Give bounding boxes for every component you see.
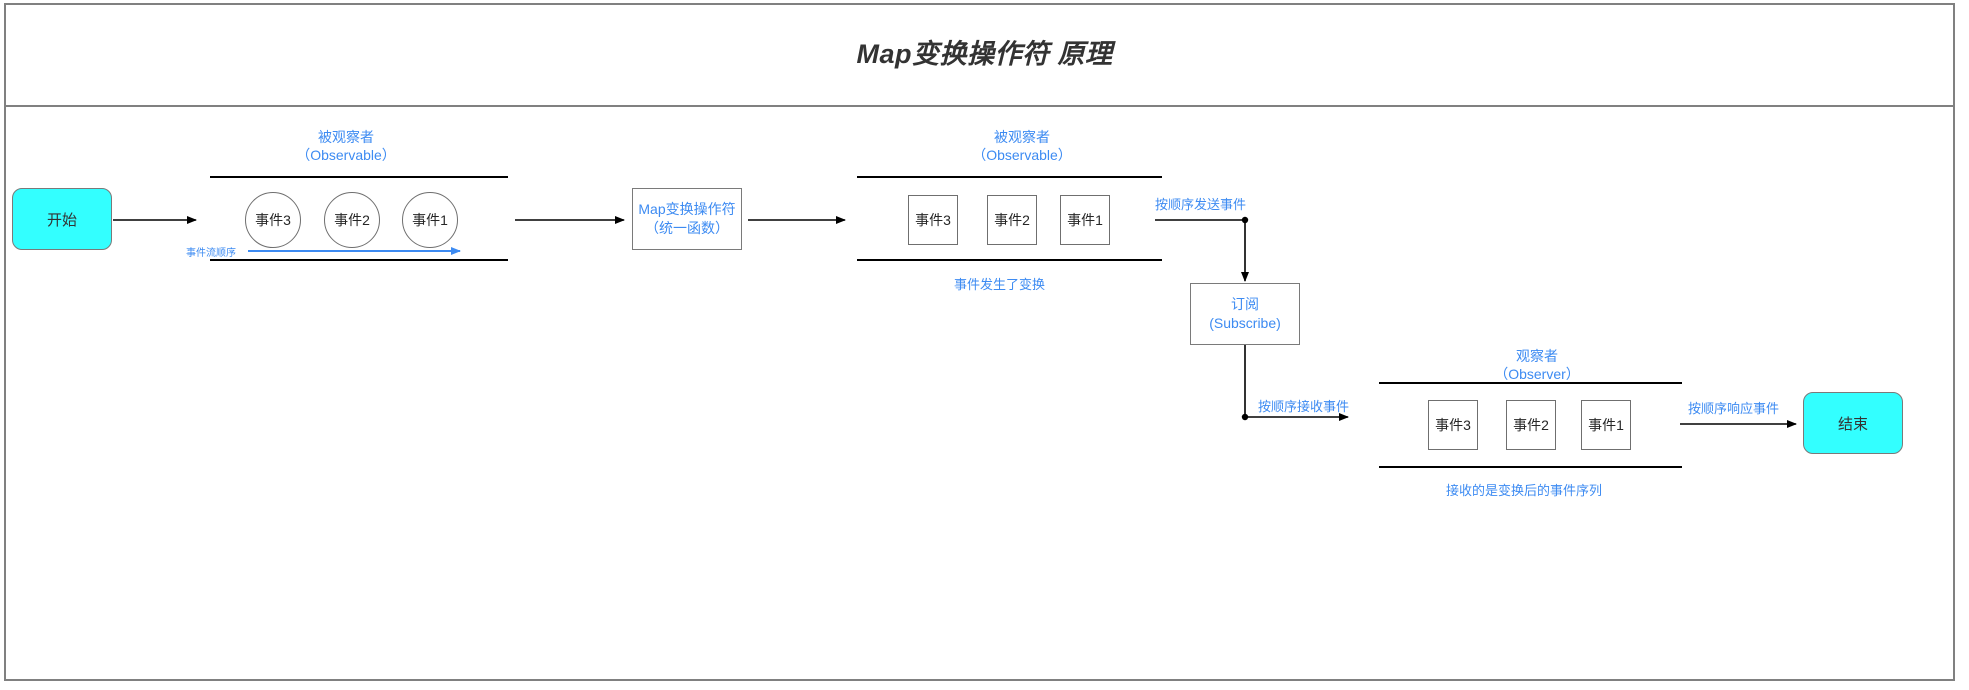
subscribe-label-cn: 订阅 [1231, 296, 1259, 312]
end-terminal[interactable]: 结束 [1803, 392, 1903, 454]
transformed-event-box-3[interactable]: 事件1 [1060, 195, 1110, 245]
page-title: Map变换操作符 原理 [856, 39, 1113, 69]
observable-source-label-en: （Observable） [296, 147, 396, 163]
observer-event-box-2[interactable]: 事件2 [1506, 400, 1556, 450]
header-divider [4, 105, 1955, 107]
transformed-event-box-2[interactable]: 事件2 [987, 195, 1037, 245]
transformed-event-box-1-label: 事件3 [915, 212, 951, 228]
observer-footer-note: 接收的是变换后的事件序列 [1446, 483, 1603, 498]
observer-event-box-3[interactable]: 事件1 [1581, 400, 1631, 450]
page-frame [4, 3, 1955, 681]
observer-rule-bottom [1379, 466, 1682, 468]
respond-events-note: 按顺序响应事件 [1688, 401, 1780, 416]
observer-label-en: （Observer） [1494, 366, 1580, 382]
source-event-circle-3[interactable]: 事件1 [402, 192, 458, 248]
observable-source-rule-bottom [210, 259, 508, 261]
start-terminal[interactable]: 开始 [12, 188, 112, 250]
observable-transformed-label-cn: 被观察者 [994, 129, 1050, 145]
observer-event-box-3-label: 事件1 [1588, 417, 1624, 433]
source-event-circle-1-label: 事件3 [255, 212, 291, 228]
source-event-circle-2[interactable]: 事件2 [324, 192, 380, 248]
observer-event-box-1-label: 事件3 [1435, 417, 1471, 433]
observer-rule-top [1379, 382, 1682, 384]
map-operator-subtitle: （统一函数） [645, 220, 729, 236]
map-operator-box[interactable]: Map变换操作符 （统一函数） [632, 188, 742, 250]
observable-transformed-header: 被观察者 （Observable） [912, 128, 1132, 164]
receive-events-note: 按顺序接收事件 [1258, 399, 1350, 414]
event-flow-order-note: 事件流顺序 [186, 248, 236, 259]
observable-transformed-rule-bottom [857, 259, 1162, 261]
end-terminal-label: 结束 [1837, 415, 1868, 433]
start-terminal-label: 开始 [46, 211, 77, 229]
observable-transformed-label-en: （Observable） [972, 147, 1072, 163]
map-operator-name: Map变换操作符 [638, 201, 736, 217]
observable-source-rule-top [210, 176, 508, 178]
observer-event-box-2-label: 事件2 [1513, 417, 1549, 433]
observable-source-label-cn: 被观察者 [318, 129, 374, 145]
observer-event-box-1[interactable]: 事件3 [1428, 400, 1478, 450]
transformed-event-box-3-label: 事件1 [1067, 212, 1103, 228]
observable-source-header: 被观察者 （Observable） [236, 128, 456, 164]
subscribe-label-en: (Subscribe) [1209, 315, 1281, 331]
subscribe-box[interactable]: 订阅 (Subscribe) [1190, 283, 1300, 345]
observable-transformed-rule-top [857, 176, 1162, 178]
observer-label-cn: 观察者 [1516, 348, 1558, 364]
transformed-event-box-2-label: 事件2 [994, 212, 1030, 228]
source-event-circle-1[interactable]: 事件3 [245, 192, 301, 248]
observer-header: 观察者 （Observer） [1427, 347, 1647, 383]
source-event-circle-2-label: 事件2 [334, 212, 370, 228]
emit-events-note: 按顺序发送事件 [1155, 197, 1247, 212]
transformation-note: 事件发生了变换 [954, 277, 1046, 292]
transformed-event-box-1[interactable]: 事件3 [908, 195, 958, 245]
source-event-circle-3-label: 事件1 [412, 212, 448, 228]
